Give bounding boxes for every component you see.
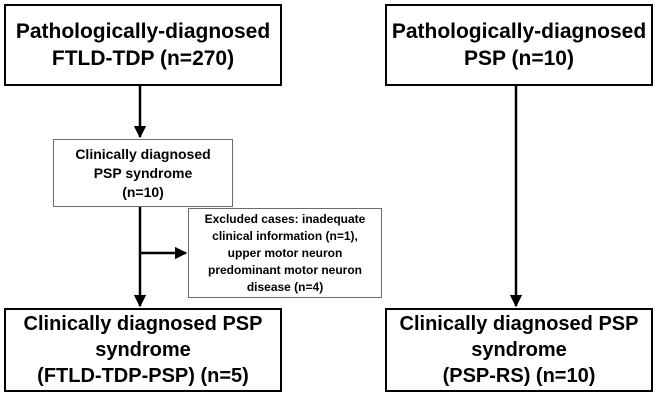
excluded-line5: disease (n=4) — [246, 279, 324, 294]
ftld-tdp-psp-line3: (FTLD-TDP-PSP) (n=5) — [37, 365, 249, 387]
ftld-tdp-cohort-line2: FTLD-TDP (n=270) — [51, 47, 235, 70]
ftld-tdp-psp-line1: Clinically diagnosed PSP — [23, 313, 263, 335]
psp-cohort-line2: PSP (n=10) — [464, 47, 574, 70]
ftld-tdp-cohort-box: Pathologically-diagnosed FTLD-TDP (n=270… — [4, 4, 282, 86]
psp-cohort-box: Pathologically-diagnosed PSP (n=10) — [385, 4, 653, 86]
excluded-line3: upper motor neuron — [227, 245, 343, 260]
ftld-tdp-psp-line2: syndrome — [95, 339, 191, 361]
ftld-tdp-cohort-line1: Pathologically-diagnosed — [15, 20, 271, 43]
clinical-psp-line3: (n=10) — [122, 183, 164, 200]
clinical-psp-syndrome-box: Clinically diagnosed PSP syndrome (n=10) — [53, 139, 233, 207]
clinical-psp-line1: Clinically diagnosed — [75, 145, 211, 162]
psp-cohort-line1: Pathologically-diagnosed — [391, 20, 647, 43]
excluded-cases-box: Excluded cases: inadequate clinical info… — [188, 208, 382, 298]
clinical-psp-line2: PSP syndrome — [93, 164, 193, 181]
ftld-tdp-psp-result-box: Clinically diagnosed PSP syndrome (FTLD-… — [4, 308, 282, 392]
psp-rs-result-box: Clinically diagnosed PSP syndrome (PSP-R… — [385, 308, 653, 392]
excluded-line1: Excluded cases: inadequate — [204, 211, 366, 226]
psp-rs-line1: Clinically diagnosed PSP — [399, 313, 639, 335]
excluded-line4: predominant motor neuron — [208, 262, 362, 277]
excluded-line2: clinical information (n=1), — [212, 228, 358, 243]
psp-rs-line2: syndrome — [471, 339, 567, 361]
psp-rs-line3: (PSP-RS) (n=10) — [442, 365, 596, 387]
